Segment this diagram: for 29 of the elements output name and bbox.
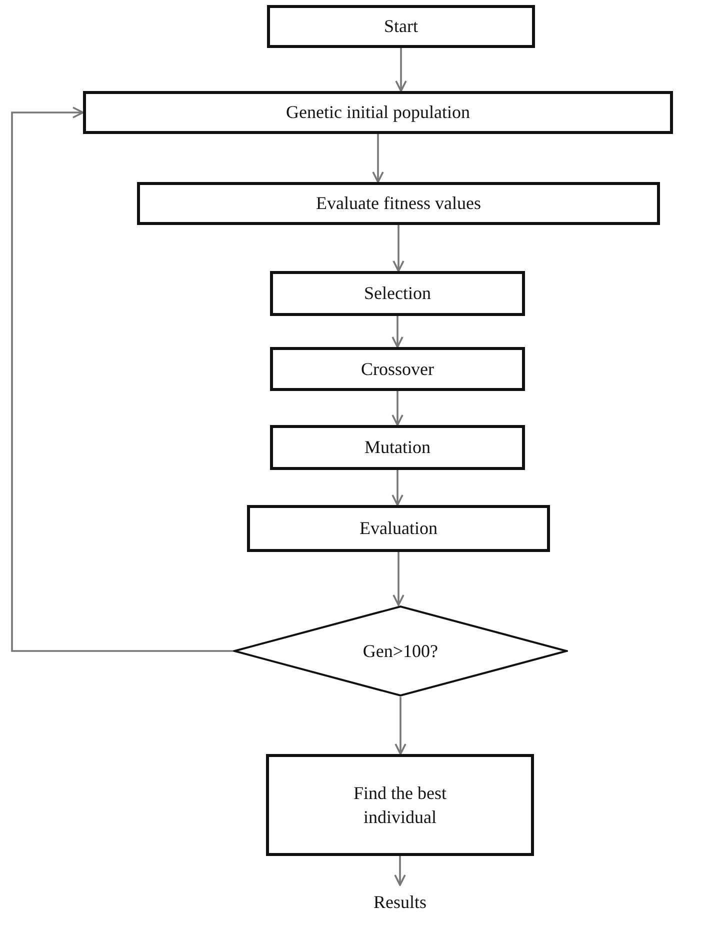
arrow	[392, 225, 404, 272]
arrow	[392, 470, 404, 506]
process-box	[270, 347, 525, 391]
process-box	[137, 182, 660, 225]
arrow	[392, 391, 404, 426]
arrow	[395, 48, 407, 92]
process-box	[270, 271, 525, 316]
step-label: Gen>100?	[362, 640, 438, 663]
arrow	[392, 552, 404, 606]
step-label: Evaluate fitness values	[316, 192, 481, 216]
process-box	[270, 425, 525, 470]
step-label: Mutation	[364, 436, 430, 460]
process-box	[247, 505, 550, 552]
arrow	[11, 106, 233, 652]
arrow	[394, 856, 406, 886]
step-label: Start	[384, 15, 418, 38]
decision-diamond	[233, 605, 568, 697]
step-label: Find the best individual	[352, 782, 448, 829]
arrow	[372, 134, 384, 183]
step-label: Crossover	[361, 358, 434, 381]
step-label: Genetic initial population	[286, 101, 470, 124]
result-text: Results	[373, 890, 426, 914]
process-box	[83, 91, 673, 134]
step-label: Evaluation	[360, 517, 438, 540]
arrow	[394, 697, 406, 755]
process-box	[266, 754, 534, 856]
arrow	[392, 316, 404, 348]
process-box	[267, 5, 535, 48]
step-label: Selection	[364, 282, 431, 306]
